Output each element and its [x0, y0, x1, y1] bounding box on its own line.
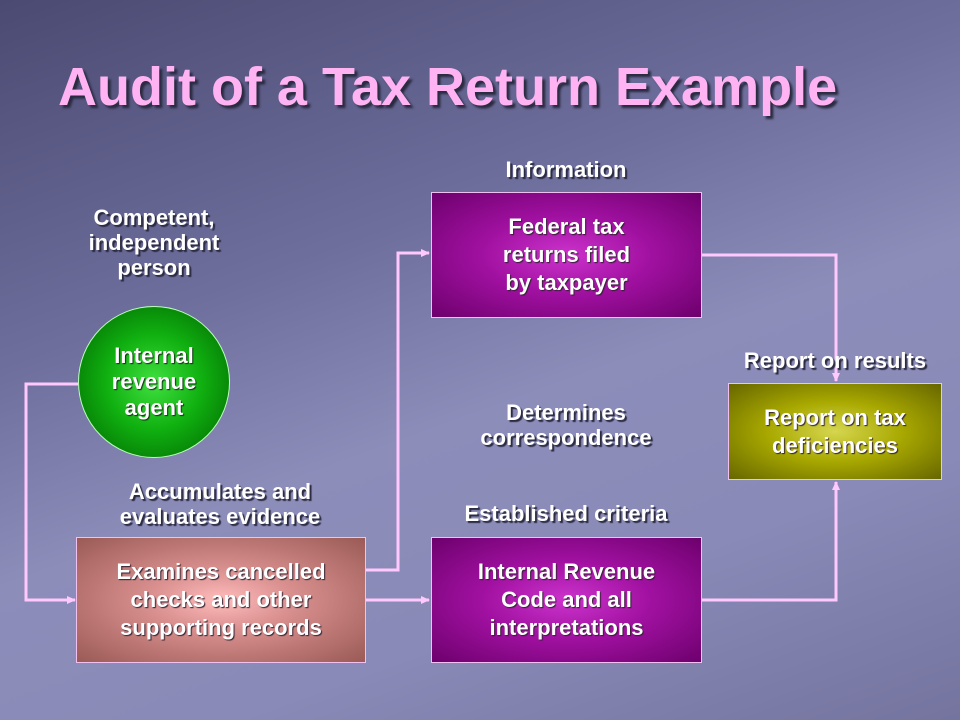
- slide-title: Audit of a Tax Return Example: [58, 57, 838, 117]
- node-examines-records-text: Examines cancelled checks and other supp…: [116, 559, 326, 640]
- label-information: Information: [505, 157, 627, 182]
- label-established-criteria: Established criteria: [464, 501, 668, 526]
- node-internal-revenue-agent-text: Internal revenue agent: [111, 343, 197, 420]
- node-examines-records: Examines cancelled checks and other supp…: [76, 537, 366, 663]
- node-federal-tax-returns-text: Federal tax returns filed by taxpayer: [502, 214, 631, 295]
- node-report-tax-deficiencies: Report on tax deficiencies: [728, 383, 942, 480]
- label-accumulates-evaluates-evidence: Accumulates and evaluates evidence: [119, 479, 321, 529]
- label-competent-independent-person: Competent, independent person: [88, 205, 220, 280]
- label-determines-correspondence: Determines correspondence: [480, 400, 652, 450]
- arrow-agent-to-examines: [24, 382, 78, 604]
- node-internal-revenue-agent: Internal revenue agent: [78, 306, 230, 458]
- arrow-examines-to-federal: [366, 249, 430, 572]
- node-internal-revenue-code-text: Internal Revenue Code and all interpreta…: [477, 559, 656, 640]
- label-report-on-results: Report on results: [743, 348, 927, 373]
- node-internal-revenue-code: Internal Revenue Code and all interpreta…: [431, 537, 702, 663]
- node-federal-tax-returns: Federal tax returns filed by taxpayer: [431, 192, 702, 318]
- arrow-irc-to-report: [702, 481, 840, 602]
- arrow-federal-to-report: [702, 253, 840, 382]
- node-report-tax-deficiencies-text: Report on tax deficiencies: [764, 404, 906, 458]
